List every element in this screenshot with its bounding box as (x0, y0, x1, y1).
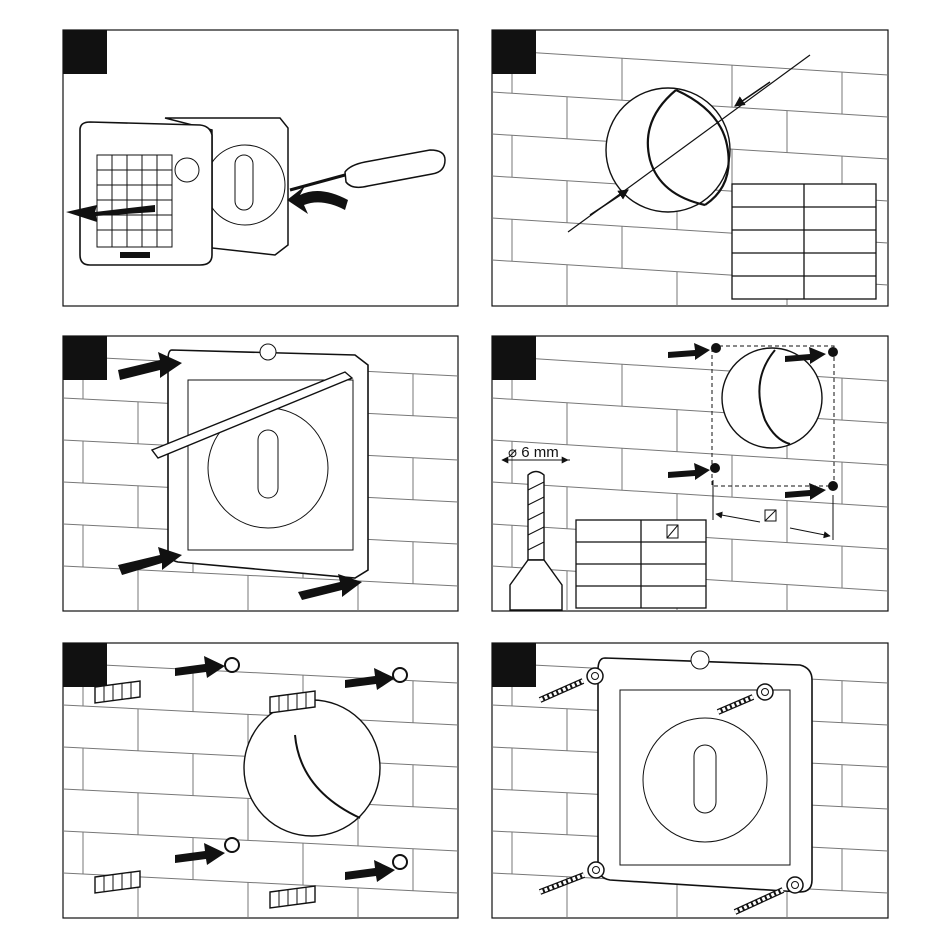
drill-point-markers (668, 343, 838, 500)
drilled-hole (224, 657, 240, 673)
step-number-badge (63, 643, 107, 687)
drill-chuck (509, 559, 563, 611)
step-6-panel (491, 642, 889, 919)
insert-arrow-icon (175, 843, 225, 865)
step-number-badge (492, 643, 536, 687)
step-3-panel (62, 335, 459, 612)
wall-plug (269, 667, 408, 714)
step-2-panel (491, 29, 889, 307)
screw (716, 683, 774, 715)
insert-arrow-icon (345, 668, 395, 690)
screwdriver (344, 149, 446, 189)
wall-plug (269, 854, 408, 909)
lever-arrow-icon (287, 186, 348, 214)
wall-hole-table (731, 183, 877, 300)
fan-base (597, 657, 813, 893)
step-number-badge (492, 30, 536, 74)
wall-plug (94, 837, 240, 894)
mark-arrow-icon (118, 547, 182, 575)
insert-arrow-icon (175, 656, 225, 678)
drilled-hole (392, 854, 408, 870)
wall-plug (94, 656, 240, 704)
step-5-panel (62, 642, 459, 919)
pull-arrow-icon (66, 205, 155, 222)
drill-table (575, 519, 707, 609)
mark-arrow-icon (298, 574, 362, 600)
drilled-hole (224, 837, 240, 853)
step-number-badge (63, 30, 107, 74)
mounting-screws (538, 667, 804, 915)
front-cover (79, 121, 213, 266)
step-number-badge (63, 336, 107, 380)
step-1-panel (62, 29, 459, 307)
screw (538, 861, 605, 895)
wall-hole (605, 87, 731, 213)
wall-hole (721, 347, 823, 449)
drilled-hole (392, 667, 408, 683)
insert-arrow-icon (345, 860, 395, 882)
step-number-badge (492, 336, 536, 380)
wall-plugs (94, 656, 408, 909)
screw (733, 876, 804, 915)
wall-hole (243, 699, 381, 837)
pencil (150, 371, 354, 459)
mark-arrow-icon (118, 352, 182, 380)
step-4-panel: ⌀ 6 mm (491, 335, 889, 612)
screw (538, 667, 604, 703)
drill-diameter-label: ⌀ 6 mm (508, 444, 559, 461)
